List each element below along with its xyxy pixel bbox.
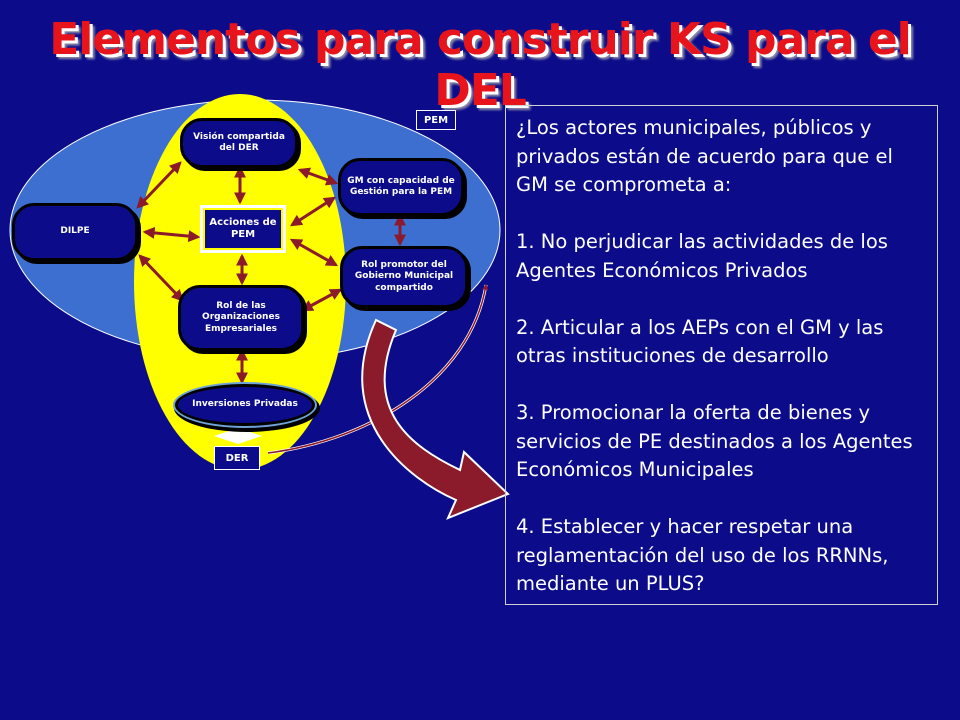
connector-arrows <box>136 161 406 385</box>
node-rol-organizaciones: Rol de las Organizaciones Empresariales <box>178 285 304 351</box>
arrow-rol-organizaciones-rol-promotor <box>300 288 343 312</box>
arrow-acciones-rol-promotor <box>289 238 339 267</box>
node-gm-capacidad: GM con capacidad de Gestión para la PEM <box>338 158 464 216</box>
node-inversiones-privadas: Inversiones Privadas <box>175 384 315 426</box>
node-vision-compartida: Visión compartida del DER <box>180 118 298 168</box>
arrow-dilpe-rol-organizaciones <box>138 254 184 302</box>
node-rol-promotor: Rol promotor del Gobierno Municipal comp… <box>340 246 468 308</box>
node-acciones-pem: Acciones de PEM <box>203 208 283 250</box>
arrow-dilpe-vision <box>136 161 182 209</box>
commitment-item-3: 3. Promocionar la oferta de bienes y ser… <box>516 401 913 481</box>
pem-tag: PEM <box>416 110 456 130</box>
der-down-arrow <box>214 428 262 444</box>
big-curved-arrow <box>361 318 510 520</box>
node-dilpe: DILPE <box>12 203 138 261</box>
commitment-item-2: 2. Articular a los AEPs con el GM y las … <box>516 315 884 368</box>
slide-title: Elementos para construir KS para el DEL <box>49 14 912 116</box>
arrow-vision-gm <box>297 167 339 186</box>
arrow-acciones-gm <box>289 196 337 227</box>
node-acciones-frame: Acciones de PEM <box>200 205 286 253</box>
commitment-item-1: 1. No perjudicar las actividades de los … <box>516 230 888 282</box>
der-tag: DER <box>214 446 260 470</box>
arrow-dilpe-acciones <box>142 226 201 243</box>
commitments-text-box: ¿Los actores municipales, públicos y pri… <box>505 105 938 605</box>
question-text: ¿Los actores municipales, públicos y pri… <box>516 116 893 196</box>
commitment-item-4: 4. Establecer y hacer respetar una regla… <box>516 515 889 595</box>
